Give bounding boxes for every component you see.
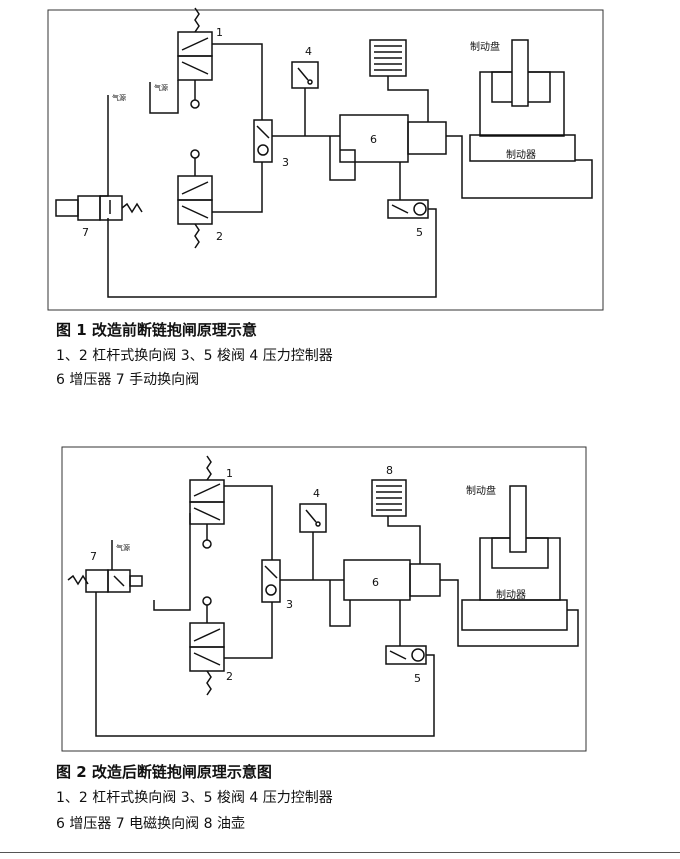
fig2-brake — [461, 485, 568, 631]
fig1-frame — [47, 9, 604, 311]
fig1-valve-1 — [177, 7, 213, 109]
fig2-label-7: 7 — [90, 550, 97, 563]
fig1-label-7: 7 — [82, 226, 89, 239]
fig2-valve-1 — [189, 455, 225, 549]
fig1-label-1: 1 — [216, 26, 223, 39]
fig2-label-brake-disc: 制动盘 — [466, 484, 496, 497]
fig2-booster-6 — [343, 559, 441, 601]
fig1-brake — [469, 39, 576, 162]
fig2-shuttle-5 — [385, 645, 427, 665]
fig2-pressure-controller-4 — [299, 503, 327, 533]
fig1-label-exhaust-a: 气源 — [154, 83, 168, 92]
fig1-booster-6 — [339, 114, 447, 163]
figure2-diagram: 1 2 3 4 5 6 7 8 制动盘 制动器 气源 — [61, 446, 587, 752]
fig1-legend-line2: 6 增压器 7 手动换向阀 — [56, 372, 200, 388]
fig2-label-brake: 制动器 — [496, 588, 526, 601]
fig2-frame — [61, 446, 587, 752]
fig1-shuttle-3 — [253, 119, 273, 163]
fig2-oil-pot-8 — [371, 479, 407, 517]
fig2-title: 图 2 改造后断链抱闸原理示意图 — [56, 763, 272, 781]
fig1-label-4: 4 — [305, 45, 312, 58]
fig1-shuttle-5 — [387, 199, 429, 219]
fig2-label-2: 2 — [226, 670, 233, 683]
fig2-legend-line1: 1、2 杠杆式换向阀 3、5 梭阀 4 压力控制器 — [56, 790, 333, 806]
fig2-label-5: 5 — [414, 672, 421, 685]
fig2-legend-line2: 6 增压器 7 电磁换向阀 8 油壶 — [56, 816, 245, 832]
fig2-label-6: 6 — [372, 576, 379, 589]
fig1-label-brake-disc: 制动盘 — [470, 40, 500, 53]
figure1-diagram: 1 2 3 4 5 6 7 制动盘 制动器 气源 气源 — [47, 7, 604, 311]
fig2-label-3: 3 — [286, 598, 293, 611]
fig1-legend-line1: 1、2 杠杆式换向阀 3、5 梭阀 4 压力控制器 — [56, 348, 333, 364]
fig2-label-exhaust: 气源 — [116, 543, 130, 552]
fig1-valve-2 — [177, 149, 213, 249]
fig2-shuttle-3 — [261, 559, 281, 603]
fig1-oil-pot — [369, 39, 407, 77]
fig2-valve-2 — [189, 596, 225, 696]
fig1-label-3: 3 — [282, 156, 289, 169]
fig1-label-2: 2 — [216, 230, 223, 243]
fig1-label-6: 6 — [370, 133, 377, 146]
fig2-label-1: 1 — [226, 467, 233, 480]
bottom-rule — [0, 852, 680, 853]
fig1-label-exhaust-b: 气源 — [112, 93, 126, 102]
fig1-title: 图 1 改造前断链抱闸原理示意 — [56, 321, 257, 339]
fig1-manual-valve-7 — [55, 195, 143, 221]
fig2-solenoid-valve-7 — [67, 540, 143, 593]
fig1-label-brake: 制动器 — [506, 148, 536, 161]
fig1-label-5: 5 — [416, 226, 423, 239]
fig2-label-8: 8 — [386, 464, 393, 477]
fig1-pressure-controller-4 — [291, 61, 319, 89]
fig2-label-4: 4 — [313, 487, 320, 500]
